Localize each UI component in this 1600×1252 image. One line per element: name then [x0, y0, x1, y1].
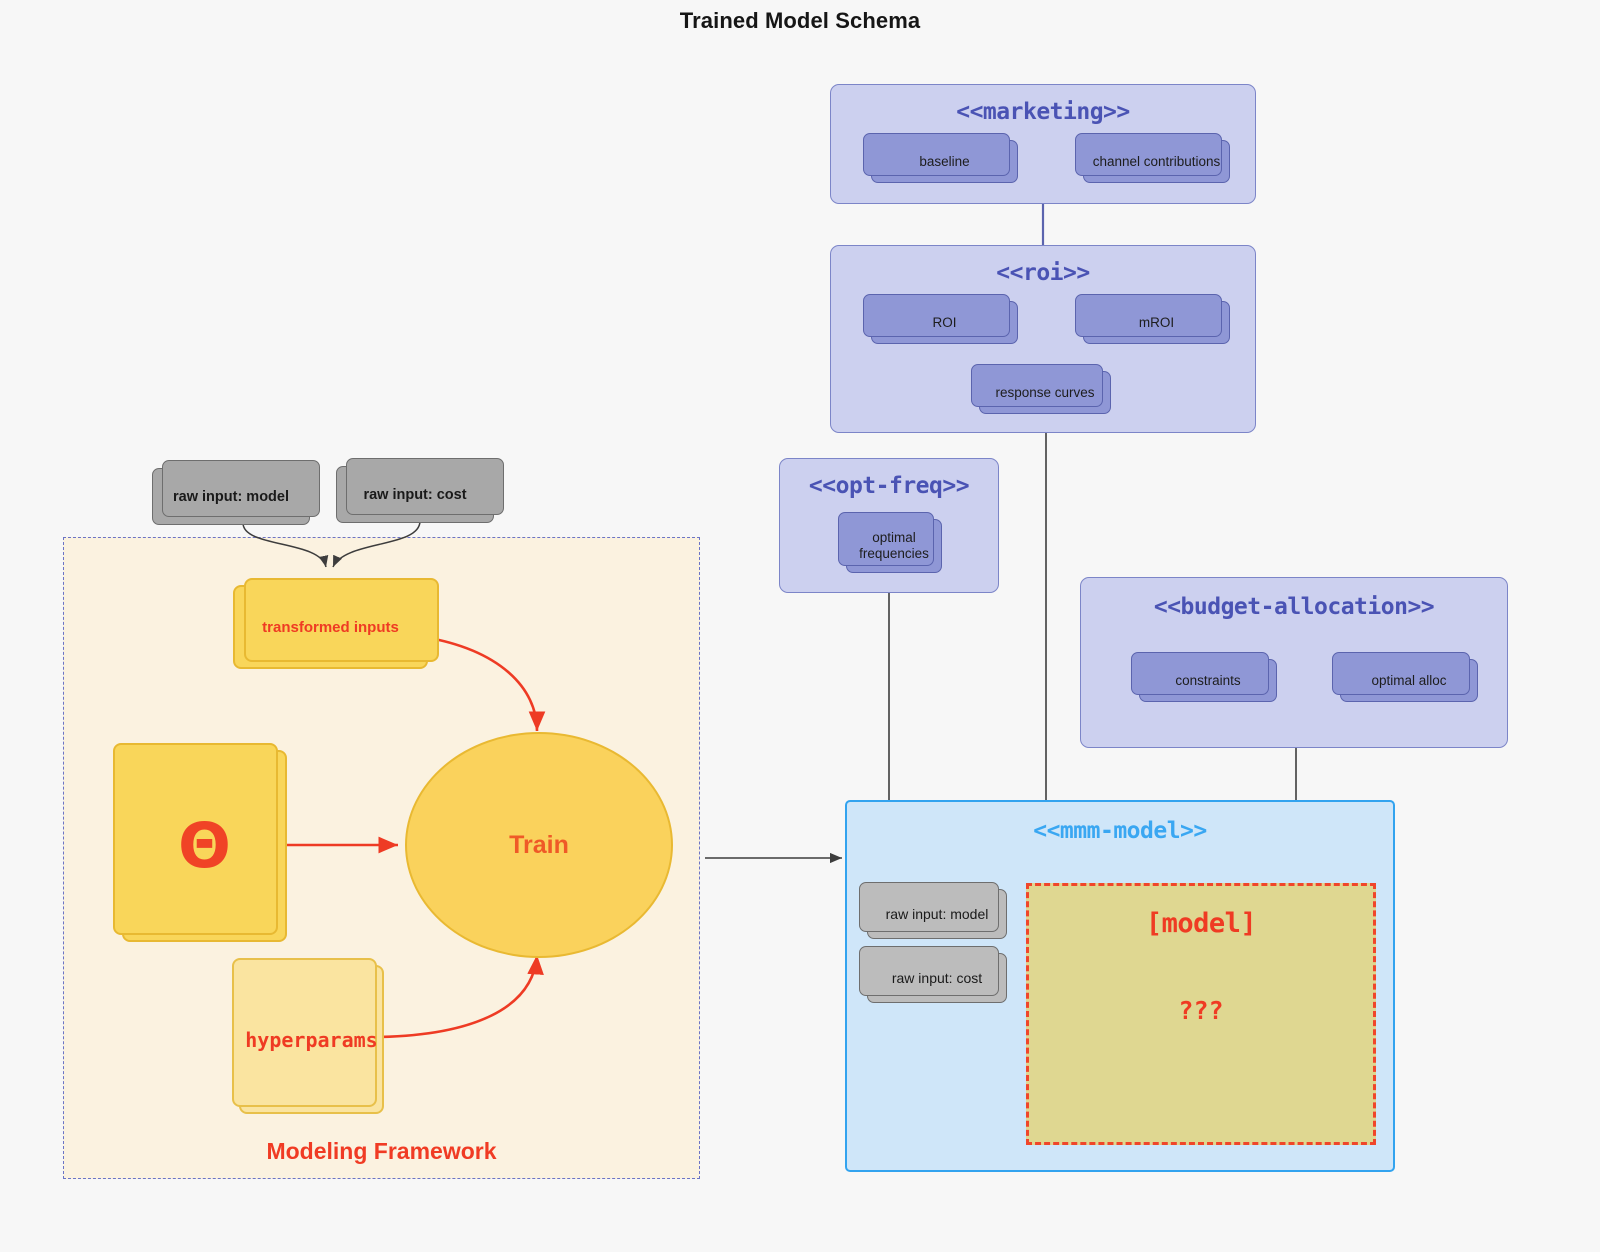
card-stack-shadow: [838, 512, 934, 566]
cluster-marketing-title: <<marketing>>: [956, 99, 1130, 125]
box-stack-shadow: [244, 578, 439, 662]
card-constraints[interactable]: constraints: [1131, 652, 1277, 702]
card-constraints-label: constraints: [1175, 672, 1241, 688]
card-raw-input-cost[interactable]: raw input: cost: [336, 458, 504, 523]
box-stack-shadow: [232, 958, 377, 1107]
card-stack-shadow: [971, 364, 1103, 407]
cluster-opt-freq-title: <<opt-freq>>: [808, 473, 970, 499]
card-stack-shadow: [1131, 652, 1269, 695]
card-channel-contributions[interactable]: channel contributions: [1075, 133, 1230, 183]
modeling-framework-label: Modeling Framework: [266, 1138, 497, 1164]
card-baseline-label: baseline: [919, 153, 970, 169]
box-hyperparams[interactable]: hyperparams: [232, 958, 384, 1114]
card-raw-input-model[interactable]: raw input: model: [152, 460, 320, 525]
train-label: Train: [509, 830, 569, 859]
train-node[interactable]: Train: [405, 732, 673, 958]
card-response-curves[interactable]: response curves: [971, 364, 1111, 414]
card-mroi[interactable]: mROI: [1075, 294, 1230, 344]
card-stack-shadow: [1075, 294, 1222, 337]
model-placeholder-label: [model]: [1145, 908, 1257, 939]
model-placeholder-unknown: ???: [1178, 996, 1224, 1025]
model-placeholder[interactable]: [model] ???: [1026, 883, 1376, 1145]
box-transformed-inputs-label: transformed inputs: [262, 618, 399, 636]
card-stack-shadow: [863, 294, 1010, 337]
card-optimal-alloc-label: optimal alloc: [1371, 672, 1447, 688]
box-transformed-inputs[interactable]: transformed inputs: [233, 578, 439, 669]
card-roi[interactable]: ROI: [863, 294, 1018, 344]
card-roi-label: ROI: [932, 314, 957, 330]
card-response-curves-label: response curves: [995, 384, 1095, 400]
card-optimal-alloc[interactable]: optimal alloc: [1332, 652, 1478, 702]
cluster-budget-allocation-title: <<budget-allocation>>: [1153, 594, 1435, 620]
card-mmm-raw-input-model[interactable]: raw input: model: [859, 882, 1007, 939]
cluster-roi-title: <<roi>>: [996, 260, 1090, 286]
card-stack-shadow: [1332, 652, 1470, 695]
card-stack-shadow: [346, 458, 504, 515]
theta-symbol: Θ: [178, 809, 231, 882]
card-mmm-raw-input-cost[interactable]: raw input: cost: [859, 946, 1007, 1003]
card-stack-shadow: [162, 460, 320, 517]
card-stack-shadow: [863, 133, 1010, 176]
page-title: Trained Model Schema: [679, 8, 921, 33]
card-raw-input-cost-label: raw input: cost: [363, 486, 467, 503]
card-stack-shadow: [1075, 133, 1222, 176]
card-raw-input-model-label: raw input: model: [173, 488, 289, 505]
box-stack-shadow: [113, 743, 278, 935]
card-mmm-raw-input-model-label: raw input: model: [885, 906, 989, 922]
card-optimal-frequencies[interactable]: optimal frequencies: [838, 512, 942, 573]
card-baseline[interactable]: baseline: [863, 133, 1018, 183]
card-channel-contributions-label: channel contributions: [1092, 153, 1221, 169]
box-theta[interactable]: Θ: [113, 743, 287, 942]
card-stack-shadow: [859, 946, 999, 996]
card-mroi-label: mROI: [1138, 314, 1175, 330]
card-stack-shadow: [859, 882, 999, 932]
card-optimal-frequencies-label: optimal frequencies: [859, 530, 929, 561]
card-mmm-raw-input-cost-label: raw input: cost: [891, 970, 983, 986]
cluster-mmm-model-title: <<mmm-model>>: [1033, 818, 1207, 844]
box-hyperparams-label: hyperparams: [245, 1027, 378, 1052]
